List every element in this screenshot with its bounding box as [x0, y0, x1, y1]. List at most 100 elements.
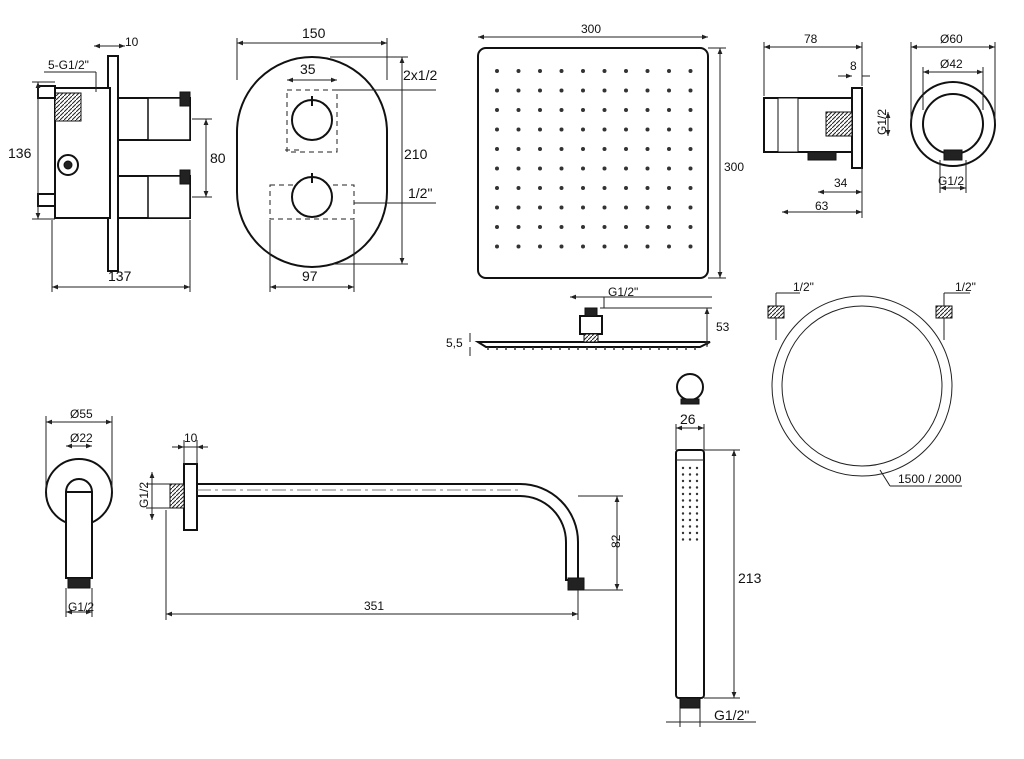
nozzle-dot [559, 166, 564, 171]
nozzle-dot [559, 225, 564, 229]
nozzle-dot [667, 69, 671, 73]
nozzle-dot [688, 205, 693, 210]
nozzle-dot [624, 166, 628, 171]
nozzle-dot [602, 244, 607, 249]
nozzle-dot [624, 244, 628, 249]
hand-nozzle-dot [688, 538, 692, 541]
head-side-thickness-label: 5,5 [446, 336, 463, 350]
nozzle-dot [581, 205, 585, 210]
nozzle-dot [581, 108, 585, 112]
nozzle-dot [602, 147, 607, 151]
hand-nozzle-dot [681, 531, 685, 535]
hose-length-label: 1500 / 2000 [898, 472, 962, 486]
hand-nozzle-dot [688, 466, 692, 470]
nozzle-dot [602, 127, 607, 132]
hand-nozzle-dot [688, 505, 692, 509]
arm-drop-label: 82 [609, 534, 623, 548]
shower-head-nozzles [495, 69, 693, 249]
nozzle-dot [538, 108, 542, 112]
nozzle-dot [516, 225, 521, 229]
nozzle-dot [516, 147, 521, 151]
nozzle-dot [667, 166, 671, 171]
cover-plate-dimensions: 150 35 210 2x1/2 1/2" 97 [236, 25, 437, 292]
arm-front-inner-label: Ø22 [70, 431, 93, 445]
nozzle-dot [602, 108, 607, 112]
mixer-dimensions: 136 80 137 10 5-G1/2" [8, 35, 226, 292]
nozzle-dot [538, 166, 542, 171]
hand-nozzle-dot [688, 499, 692, 502]
nozzle-dot [559, 69, 564, 73]
nozzle-dot [688, 186, 693, 190]
holder-depth-label: 78 [804, 32, 818, 46]
hose-dimensions: 1/2" 1/2" 1500 / 2000 [775, 280, 976, 487]
hand-nozzle-dot [695, 531, 699, 535]
cover-plate-front-view [236, 56, 388, 268]
wall-elbow-dimensions: Ø60 Ø42 G1/2 [910, 32, 996, 193]
hand-nozzle-dot [688, 512, 692, 515]
nozzle-dot [559, 127, 564, 132]
hand-nozzle-dot [681, 518, 685, 522]
hand-nozzle-dot [688, 531, 692, 535]
plate-spacing-label: 97 [302, 268, 318, 284]
nozzle-dot [516, 166, 521, 171]
nozzle-dot [538, 225, 542, 229]
nozzle-dot [581, 147, 585, 151]
nozzle-dot [645, 166, 650, 171]
mixer-thread-label: 5-G1/2" [48, 58, 89, 72]
nozzle-dot [688, 108, 693, 112]
head-width-label: 300 [581, 22, 601, 36]
nozzle-dot [538, 147, 542, 151]
nozzle-dot [581, 88, 585, 93]
arm-length-label: 351 [364, 599, 384, 613]
holder-total-label: 63 [815, 199, 829, 213]
hand-nozzle-dot [688, 525, 692, 528]
hand-nozzle-dot [681, 486, 685, 489]
shower-head-side-dimensions: G1/2" 53 5,5 [446, 285, 730, 356]
nozzle-dot [495, 127, 499, 132]
hand-diameter-label: 26 [680, 411, 696, 427]
nozzle-dot [645, 244, 650, 249]
head-height-label: 300 [724, 160, 744, 174]
hand-nozzle-dot [681, 499, 685, 502]
nozzle-dot [516, 244, 521, 249]
nozzle-dot [667, 127, 671, 132]
hand-shower-dimensions: 26 213 G1/2" [666, 411, 762, 727]
nozzle-dot [495, 186, 499, 190]
nozzle-dot [688, 244, 693, 249]
nozzle-dot [624, 147, 628, 151]
arm-front-outer-label: Ø55 [70, 407, 93, 421]
nozzle-dot [667, 88, 671, 93]
nozzle-dot [559, 108, 564, 112]
hand-nozzle-dot [681, 479, 685, 483]
hand-nozzle-dot [695, 486, 699, 489]
nozzle-dot [516, 69, 521, 73]
hand-thread-label: G1/2" [714, 707, 749, 723]
shower-arm-side-dimensions: 10 G1/2 82 351 [137, 431, 623, 620]
nozzle-dot [624, 88, 628, 93]
nozzle-dot [538, 69, 542, 73]
nozzle-dot [688, 127, 693, 132]
nozzle-dot [516, 186, 521, 190]
elbow-outer-label: Ø60 [940, 32, 963, 46]
nozzle-dot [602, 88, 607, 93]
hand-nozzle-dot [695, 512, 699, 515]
nozzle-dot [538, 244, 542, 249]
shower-arm-front-view [45, 458, 113, 589]
nozzle-dot [688, 69, 693, 73]
nozzle-dot [624, 69, 628, 73]
nozzle-dot [495, 166, 499, 171]
hand-shower-view [675, 373, 705, 709]
nozzle-dot [645, 88, 650, 93]
hand-nozzle-dot [688, 473, 692, 476]
nozzle-dot [645, 225, 650, 229]
nozzle-dot [602, 69, 607, 73]
hand-nozzle-dot [681, 492, 685, 496]
nozzle-dot [516, 205, 521, 210]
hand-nozzle-dot [695, 538, 699, 541]
hand-nozzle-dot [681, 512, 685, 515]
nozzle-dot [688, 88, 693, 93]
nozzle-dot [559, 186, 564, 190]
nozzle-dot [624, 225, 628, 229]
hand-nozzle-dot [695, 473, 699, 476]
